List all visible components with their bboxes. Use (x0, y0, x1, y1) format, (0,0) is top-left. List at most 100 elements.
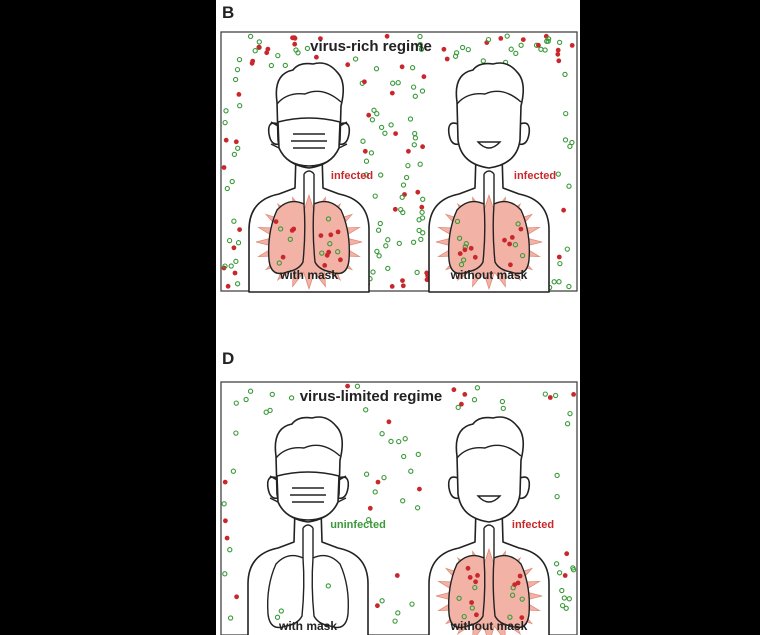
lung-neutralized-particle (319, 250, 325, 256)
infectious-virus-particle (236, 92, 242, 97)
neutralized-virus-particle (414, 505, 421, 511)
lung-neutralized-particle (276, 260, 282, 266)
lung-virus-particle (467, 575, 473, 580)
lung-virus-particle (475, 573, 480, 578)
lung-virus-particle (517, 573, 523, 579)
infectious-virus-particle (441, 46, 447, 52)
panel-d-without-mask-caption: without mask (450, 619, 528, 633)
lung-neutralized-particle (469, 605, 475, 611)
lung-neutralized-particle (519, 596, 525, 602)
neutralized-virus-particle (235, 240, 242, 246)
infectious-virus-particle (389, 90, 395, 96)
neutralized-virus-particle (556, 39, 563, 46)
lung-neutralized-particle (277, 226, 284, 232)
neutralized-virus-particle (228, 263, 234, 269)
neutralized-virus-particle (556, 570, 563, 576)
mask-pleats (290, 487, 326, 503)
neutralized-virus-particle (372, 489, 378, 495)
panel-d-without-mask-status: infected (512, 519, 554, 531)
neutralized-virus-particle (557, 260, 563, 267)
panel-b-with-mask-status: infected (331, 170, 373, 182)
neutralized-virus-particle (233, 400, 239, 406)
infectious-virus-particle (561, 207, 566, 213)
neutralized-virus-particle (556, 279, 562, 285)
trachea (302, 524, 314, 558)
infectious-virus-particle (221, 165, 227, 170)
left-lung (447, 554, 486, 629)
neutralized-virus-particle (379, 598, 385, 604)
neutralized-virus-particle (368, 150, 375, 156)
neutralized-virus-particle (551, 279, 557, 285)
neutralized-virus-particle (563, 605, 569, 611)
infectious-virus-particle (362, 79, 367, 85)
neutralized-virus-particle (234, 281, 241, 287)
neutralized-virus-particle (374, 248, 380, 255)
neutralized-virus-particle (223, 108, 229, 114)
lung-virus-particle (324, 252, 330, 258)
infectious-virus-particle (314, 54, 319, 60)
neutralized-virus-particle (474, 385, 481, 391)
neutralized-virus-particle (222, 571, 228, 577)
right-lung (492, 554, 531, 629)
lung-neutralized-particle (519, 252, 526, 259)
neutralized-virus-particle (390, 80, 396, 86)
infectious-virus-particle (375, 603, 380, 609)
infectious-virus-particle (222, 479, 228, 485)
lung-neutralized-particle (509, 592, 516, 598)
neutralized-virus-particle (378, 124, 385, 131)
lung-neutralized-particle (325, 583, 331, 589)
neutralized-virus-particle (559, 587, 565, 594)
neutralized-virus-particle (569, 139, 575, 146)
infectious-virus-particle (520, 37, 526, 42)
neutralized-virus-particle (420, 196, 426, 202)
neutralized-virus-particle (453, 50, 460, 56)
infectious-virus-particle (459, 401, 464, 407)
infectious-virus-particle (556, 58, 562, 64)
neutralized-virus-particle (363, 172, 370, 178)
infectious-virus-particle (451, 387, 457, 393)
lung-neutralized-particle (456, 235, 463, 241)
infectious-virus-particle (265, 46, 271, 52)
infectious-virus-particle (400, 278, 405, 283)
infectious-virus-particle (569, 43, 575, 48)
neutralized-virus-particle (388, 438, 394, 445)
infectious-virus-particle (223, 518, 228, 524)
neutralized-virus-particle (243, 396, 249, 403)
mouth (476, 495, 502, 503)
neutralized-virus-particle (227, 615, 234, 621)
neutralized-virus-particle (419, 209, 425, 215)
neutralized-virus-particle (399, 194, 405, 200)
neutralized-virus-particle (379, 431, 385, 437)
panel-b: B virus-rich regime infected infected wi… (220, 3, 578, 293)
neutralized-virus-particle (373, 66, 380, 72)
mask-straps (270, 121, 348, 149)
lung-virus-particle (465, 565, 471, 571)
neutralized-virus-particle (363, 407, 369, 413)
head-outline (455, 416, 525, 523)
neutralized-virus-particle (570, 565, 576, 571)
hairline (276, 90, 342, 105)
neutralized-virus-particle (304, 45, 311, 52)
neutralized-virus-particle (370, 269, 376, 275)
neutralized-virus-particle (237, 103, 243, 109)
neutralized-virus-particle (235, 145, 241, 151)
neutralized-virus-particle (409, 65, 416, 71)
neutralized-virus-particle (395, 610, 401, 616)
neutralized-virus-particle (222, 119, 228, 126)
neutralized-virus-particle (381, 474, 387, 481)
lung-neutralized-particle (463, 241, 469, 247)
neutralized-virus-particle (417, 161, 423, 167)
infectious-virus-particle (399, 64, 405, 70)
neutralized-virus-particle (542, 391, 548, 397)
neutralized-virus-particle (385, 265, 391, 272)
trachea (483, 524, 495, 558)
neutralized-virus-particle (513, 50, 519, 57)
lung-virus-particle (507, 241, 512, 247)
infectious-virus-particle (555, 47, 561, 53)
infectious-virus-particle (547, 395, 553, 400)
lung-neutralized-particle (274, 614, 281, 620)
neutralized-virus-particle (408, 468, 414, 474)
face-mask (277, 117, 341, 167)
lung-neutralized-particle (460, 257, 467, 263)
infectious-virus-particle (225, 283, 231, 289)
